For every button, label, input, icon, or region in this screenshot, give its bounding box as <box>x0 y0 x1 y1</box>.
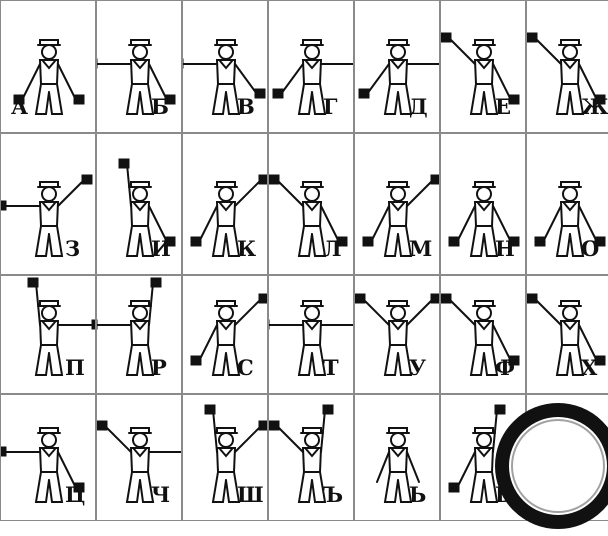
semaphore-flag-icon <box>441 33 451 42</box>
semaphore-flag-icon <box>527 33 537 42</box>
sailor-figure-icon <box>355 395 440 521</box>
semaphore-flag-icon <box>431 294 440 303</box>
semaphore-letter-label: С <box>237 357 254 378</box>
semaphore-letter-label: М <box>409 238 432 259</box>
semaphore-letter-label: Ф <box>495 357 515 378</box>
semaphore-cell: Ш <box>182 394 268 521</box>
semaphore-letter-label: Г <box>323 96 338 117</box>
semaphore-flag-icon <box>191 237 201 246</box>
semaphore-letter-label: А <box>11 96 28 117</box>
semaphore-letter-label: Н <box>495 238 515 259</box>
semaphore-cell: Ь <box>354 394 440 521</box>
semaphore-letter-label: Ж <box>581 96 608 117</box>
semaphore-cell: И <box>96 133 182 275</box>
semaphore-cell: Н <box>440 133 526 275</box>
semaphore-cell: С <box>182 275 268 394</box>
semaphore-letter-label: П <box>65 357 85 378</box>
semaphore-cell: М <box>354 133 440 275</box>
semaphore-flag-icon <box>28 278 38 287</box>
semaphore-flag-icon <box>273 89 283 98</box>
semaphore-letter-label: Ъ <box>323 484 343 505</box>
sailor-figure-icon <box>183 276 268 394</box>
semaphore-cell: Ц <box>0 394 96 521</box>
semaphore-letter-label: Л <box>323 238 342 259</box>
semaphore-flag-icon <box>151 278 161 287</box>
semaphore-cell: А <box>0 0 96 133</box>
semaphore-cell: Х <box>526 275 608 394</box>
semaphore-cell: П <box>0 275 96 394</box>
semaphore-flag-icon <box>355 294 365 303</box>
sailor-figure-icon <box>97 1 182 133</box>
semaphore-letter-label: Е <box>495 96 511 117</box>
semaphore-cell: Г <box>268 0 354 133</box>
sailor-figure-icon <box>441 1 526 133</box>
semaphore-cell: Ф <box>440 275 526 394</box>
semaphore-flag-icon <box>535 237 545 246</box>
semaphore-letter-label: И <box>151 238 171 259</box>
sailor-figure-icon <box>97 276 182 394</box>
semaphore-flag-icon <box>255 89 265 98</box>
semaphore-flag-icon <box>441 294 451 303</box>
semaphore-flag-icon <box>269 421 279 430</box>
semaphore-letter-label: Ш <box>237 484 264 505</box>
semaphore-flag-icon <box>259 294 268 303</box>
semaphore-cell: Е <box>440 0 526 133</box>
semaphore-cell: В <box>182 0 268 133</box>
semaphore-flag-icon <box>359 89 369 98</box>
semaphore-letter-label: Ц <box>65 484 85 505</box>
sailor-figure-icon <box>183 1 268 133</box>
semaphore-flag-icon <box>527 294 537 303</box>
semaphore-cell: У <box>354 275 440 394</box>
semaphore-flag-icon <box>323 405 333 414</box>
semaphore-flag-icon <box>191 356 201 365</box>
semaphore-flag-icon <box>205 405 215 414</box>
semaphore-flag-icon <box>269 175 279 184</box>
semaphore-letter-label: Т <box>323 357 339 378</box>
semaphore-cell: Р <box>96 275 182 394</box>
semaphore-cell: О <box>526 133 608 275</box>
semaphore-cell: Д <box>354 0 440 133</box>
semaphore-flag-icon <box>431 175 440 184</box>
sailor-figure-icon <box>269 276 354 394</box>
magnifier-lens-icon <box>488 396 608 536</box>
semaphore-letter-label: Р <box>151 357 167 378</box>
semaphore-flag-icon <box>1 447 6 456</box>
semaphore-letter-label: В <box>237 96 255 117</box>
semaphore-letter-label: К <box>237 238 256 259</box>
semaphore-letter-label: З <box>65 238 80 259</box>
semaphore-letter-label: Б <box>151 96 169 117</box>
semaphore-flag-icon <box>449 483 459 492</box>
semaphore-cell: Л <box>268 133 354 275</box>
semaphore-flag-icon <box>259 175 268 184</box>
semaphore-letter-label: Ь <box>409 484 426 505</box>
semaphore-flag-icon <box>74 95 84 104</box>
semaphore-letter-label: Д <box>409 96 428 117</box>
semaphore-letter-label: О <box>581 238 599 259</box>
semaphore-flag-icon <box>363 237 373 246</box>
semaphore-flag-icon <box>82 175 92 184</box>
sailor-figure-icon <box>1 134 96 275</box>
semaphore-cell: К <box>182 133 268 275</box>
sailor-figure-icon <box>355 276 440 394</box>
semaphore-cell: З <box>0 133 96 275</box>
semaphore-cell: Б <box>96 0 182 133</box>
semaphore-flag-icon <box>1 201 6 210</box>
semaphore-letter-label: Х <box>581 357 597 378</box>
semaphore-cell: Ч <box>96 394 182 521</box>
semaphore-cell: Т <box>268 275 354 394</box>
semaphore-cell: Ж <box>526 0 608 133</box>
sailor-figure-icon <box>269 1 354 133</box>
semaphore-flag-icon <box>97 421 107 430</box>
semaphore-cell: Ъ <box>268 394 354 521</box>
semaphore-flag-icon <box>259 421 268 430</box>
semaphore-flag-icon <box>119 159 129 168</box>
semaphore-letter-label: Ч <box>151 484 170 505</box>
semaphore-flag-icon <box>449 237 459 246</box>
semaphore-letter-label: У <box>409 357 426 378</box>
